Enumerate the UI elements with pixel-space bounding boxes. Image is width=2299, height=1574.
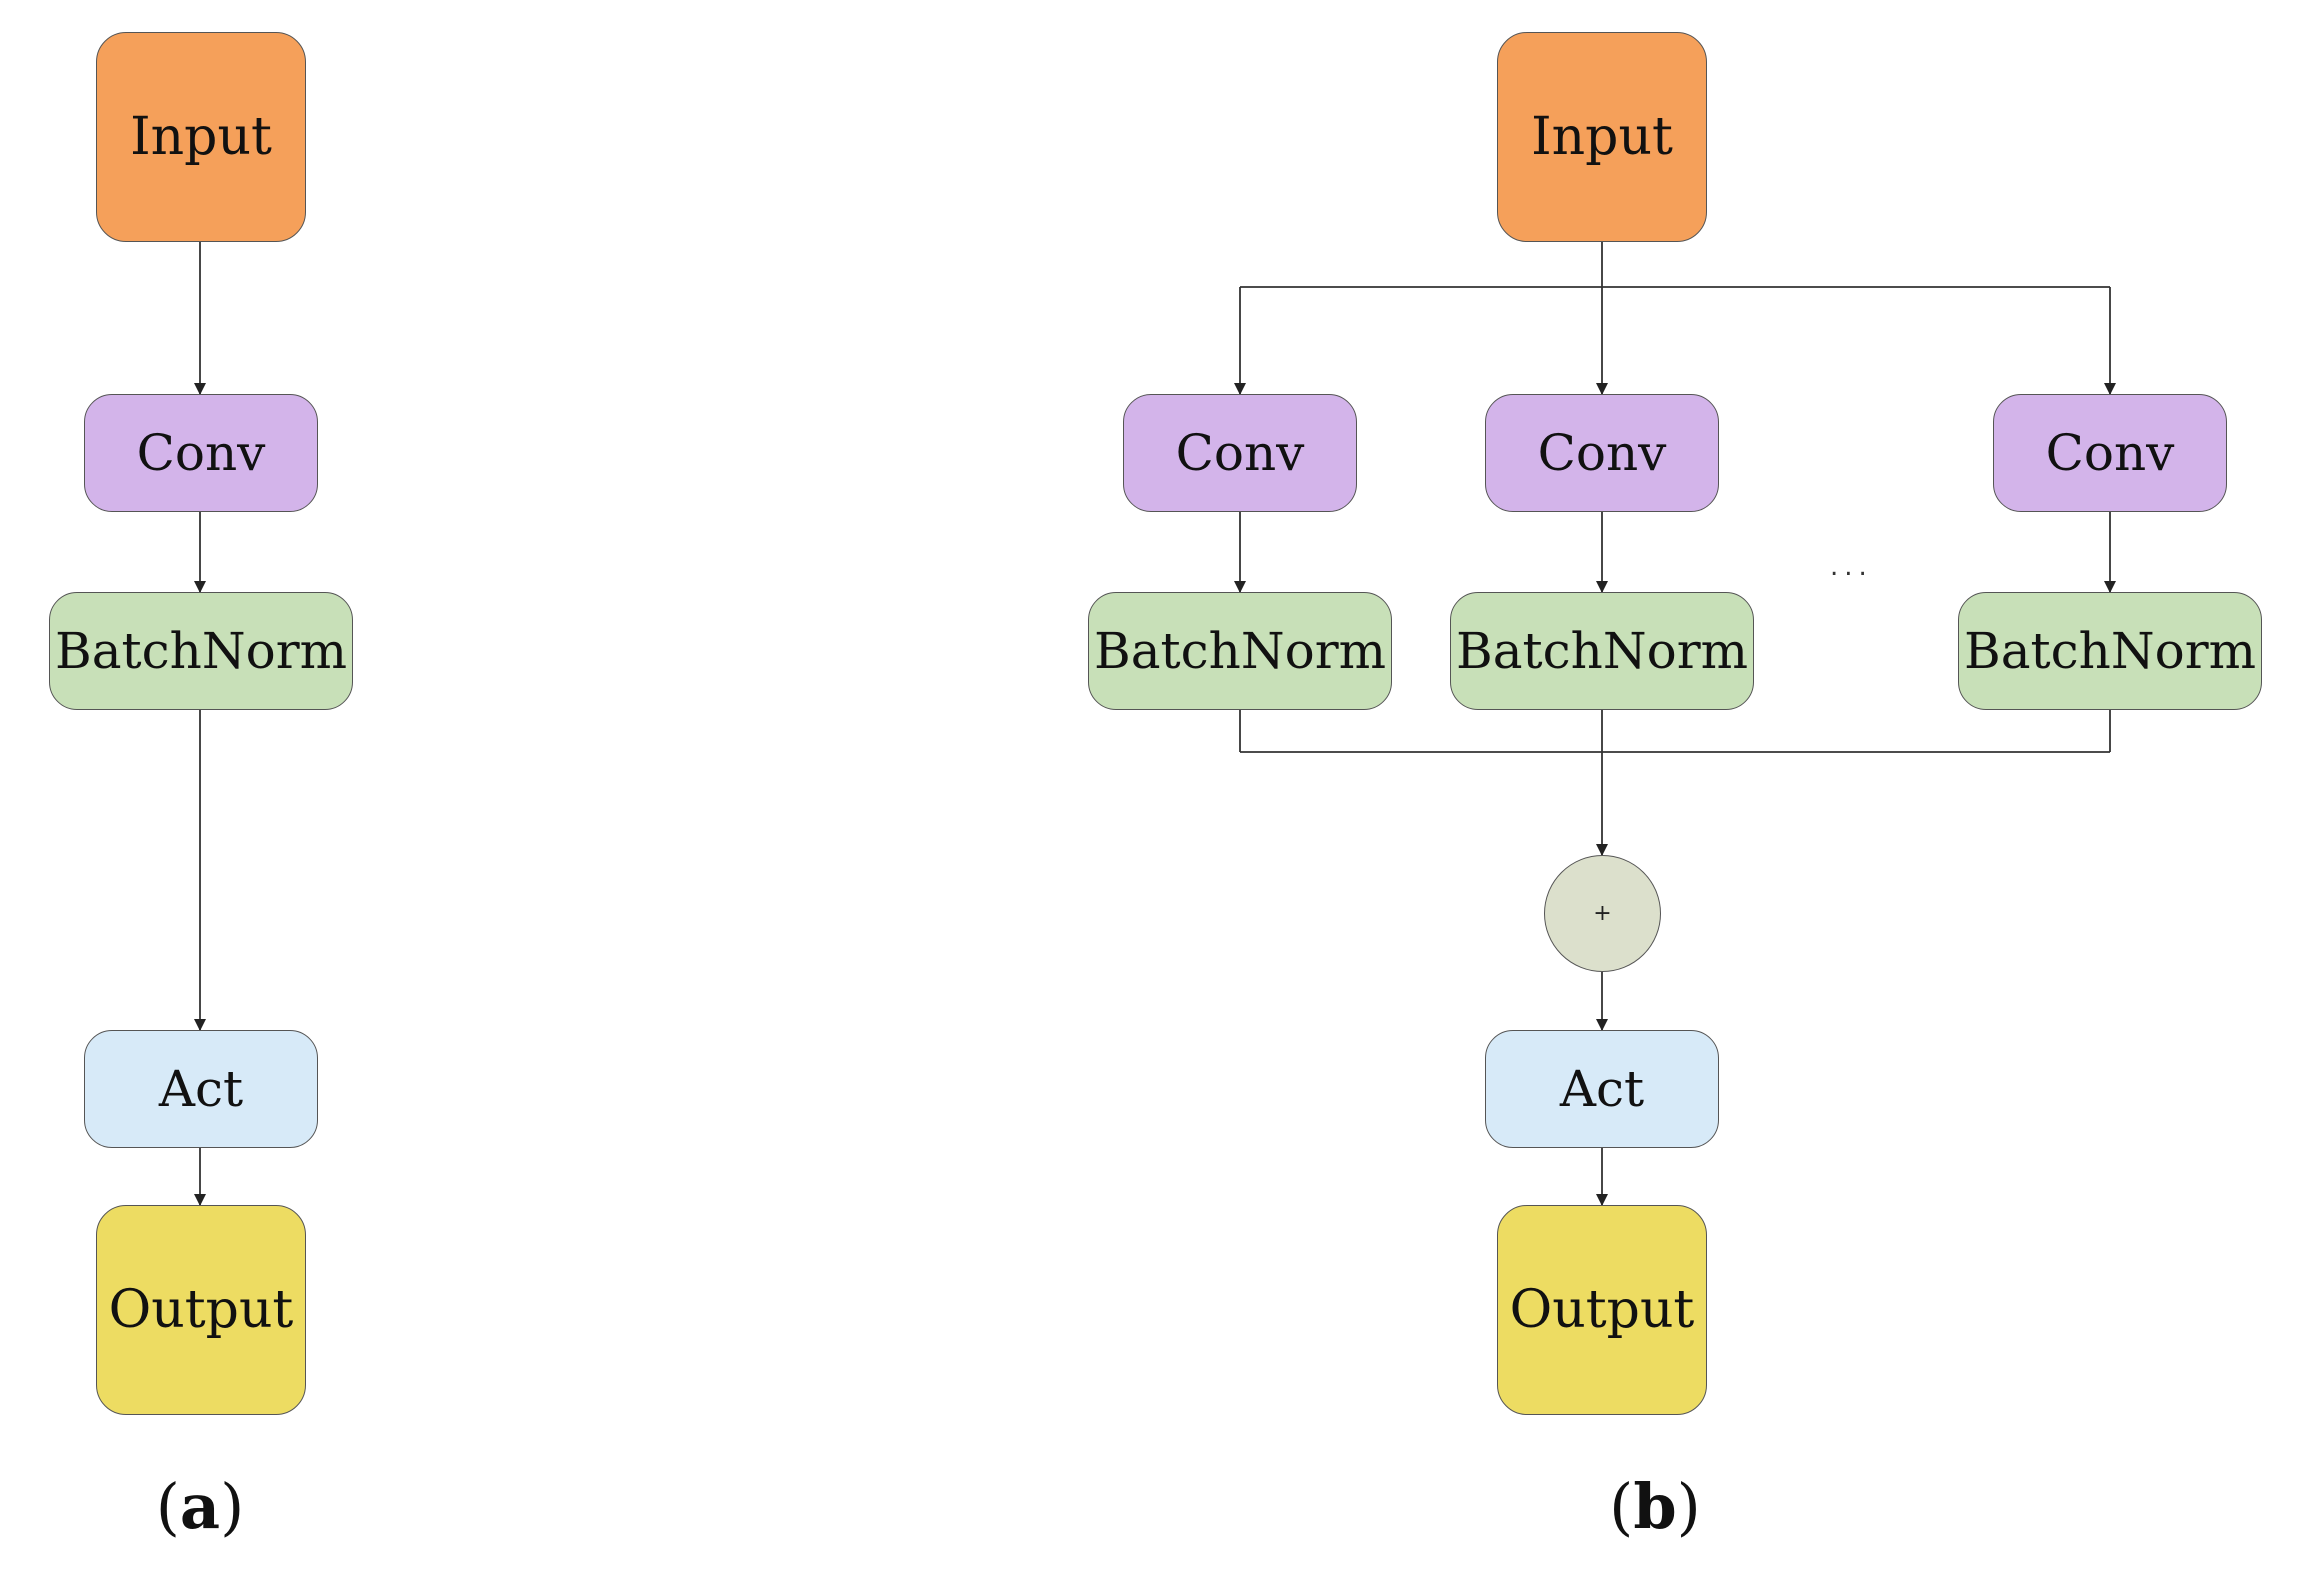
conv-label-b-2: Conv (1537, 424, 1667, 482)
input-label-a: Input (130, 107, 272, 167)
conv-label-b-3: Conv (2045, 424, 2175, 482)
act-label-b: Act (1559, 1060, 1645, 1118)
input-node-b: Input (1497, 32, 1707, 242)
input-node-a: Input (96, 32, 306, 242)
conv-label-a: Conv (136, 424, 266, 482)
conv-node-b-2: Conv (1485, 394, 1719, 512)
caption-a: (a) (155, 1470, 245, 1543)
batchnorm-node-b-1: BatchNorm (1088, 592, 1392, 710)
output-node-a: Output (96, 1205, 306, 1415)
conv-node-b-3: Conv (1993, 394, 2227, 512)
batchnorm-node-b-3: BatchNorm (1958, 592, 2262, 710)
batchnorm-label-a: BatchNorm (54, 622, 348, 680)
caption-b-letter: b (1633, 1470, 1677, 1543)
input-label-b: Input (1531, 107, 1673, 167)
output-label-b: Output (1509, 1280, 1695, 1340)
output-node-b: Output (1497, 1205, 1707, 1415)
conv-node-a: Conv (84, 394, 318, 512)
sum-node: + (1544, 855, 1661, 972)
batchnorm-node-a: BatchNorm (49, 592, 353, 710)
conv-node-b-1: Conv (1123, 394, 1357, 512)
caption-b: (b) (1609, 1470, 1701, 1543)
act-label-a: Act (158, 1060, 244, 1118)
output-label-a: Output (108, 1280, 294, 1340)
conv-label-b-1: Conv (1175, 424, 1305, 482)
plus-icon: + (1593, 901, 1612, 926)
act-node-a: Act (84, 1030, 318, 1148)
act-node-b: Act (1485, 1030, 1719, 1148)
caption-a-letter: a (179, 1470, 221, 1543)
batchnorm-label-b-3: BatchNorm (1963, 622, 2257, 680)
ellipsis: ... (1830, 552, 1873, 582)
batchnorm-label-b-2: BatchNorm (1455, 622, 1749, 680)
batchnorm-label-b-1: BatchNorm (1093, 622, 1387, 680)
batchnorm-node-b-2: BatchNorm (1450, 592, 1754, 710)
